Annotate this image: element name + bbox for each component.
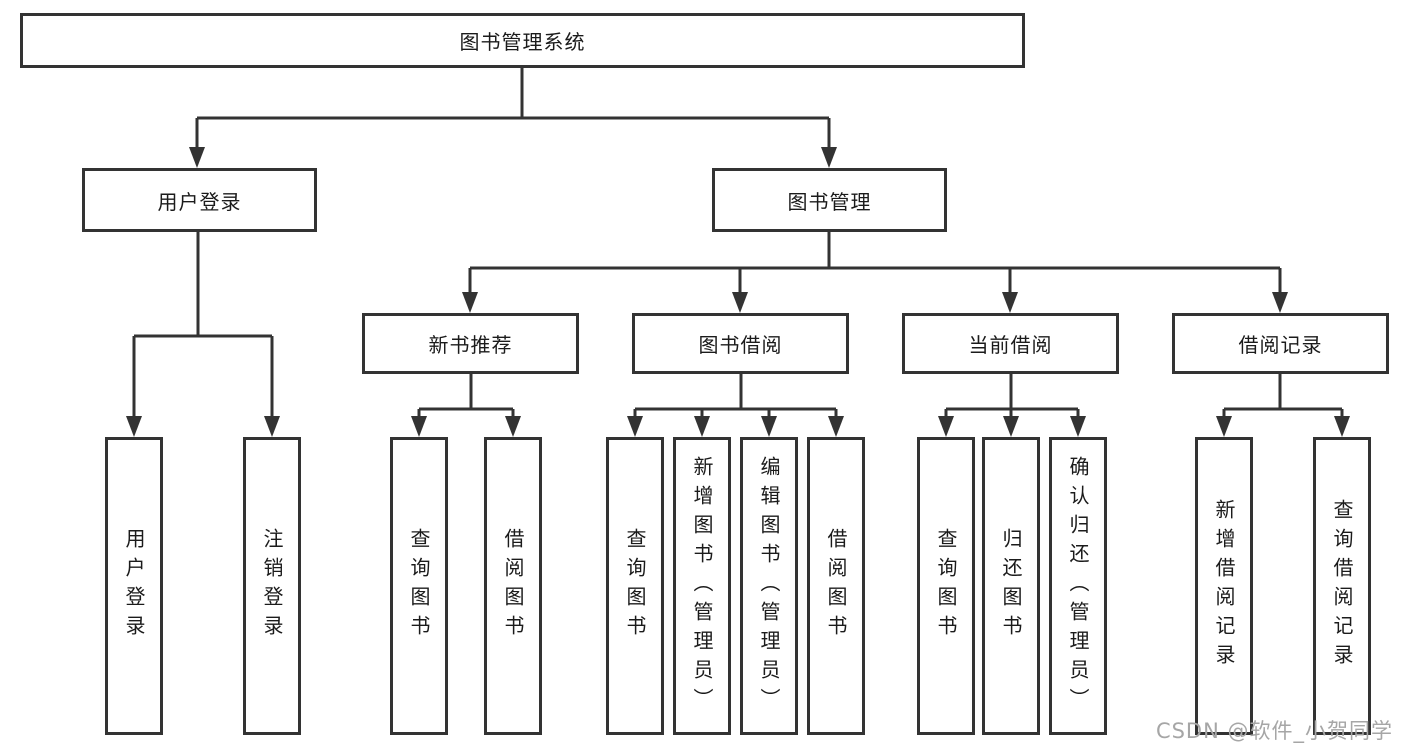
node-book-management: 图书管理 bbox=[712, 168, 947, 232]
leaf-query-book-recommend: 查询图书 bbox=[390, 437, 448, 735]
node-current-borrow: 当前借阅 bbox=[902, 313, 1119, 374]
node-label: 当前借阅 bbox=[968, 333, 1053, 357]
leaf-add-borrow-record: 新增借阅记录 bbox=[1195, 437, 1253, 735]
leaf-label: 查询图书 bbox=[934, 528, 958, 644]
leaf-label: 新增图书（管理员） bbox=[690, 455, 714, 717]
node-label: 新书推荐 bbox=[428, 333, 513, 357]
leaf-label: 用户登录 bbox=[122, 528, 146, 644]
leaf-label: 新增借阅记录 bbox=[1212, 499, 1236, 673]
leaf-borrow-book: 借阅图书 bbox=[807, 437, 865, 735]
leaf-confirm-return-admin: 确认归还（管理员） bbox=[1049, 437, 1107, 735]
leaf-borrow-book-recommend: 借阅图书 bbox=[484, 437, 542, 735]
node-label: 图书借阅 bbox=[698, 333, 783, 357]
node-label: 图书管理系统 bbox=[459, 30, 586, 54]
leaf-label: 查询图书 bbox=[623, 528, 647, 644]
leaf-label: 确认归还（管理员） bbox=[1066, 455, 1090, 717]
node-borrow-records: 借阅记录 bbox=[1172, 313, 1389, 374]
node-label: 图书管理 bbox=[787, 189, 872, 214]
leaf-user-login: 用户登录 bbox=[105, 437, 163, 735]
node-label: 用户登录 bbox=[157, 189, 242, 214]
leaf-add-book-admin: 新增图书（管理员） bbox=[673, 437, 731, 735]
node-user-login: 用户登录 bbox=[82, 168, 317, 232]
leaf-logout: 注销登录 bbox=[243, 437, 301, 735]
node-book-borrow: 图书借阅 bbox=[632, 313, 849, 374]
leaf-query-book-current: 查询图书 bbox=[917, 437, 975, 735]
leaf-query-book-borrow: 查询图书 bbox=[606, 437, 664, 735]
node-label: 借阅记录 bbox=[1238, 333, 1323, 357]
leaf-return-book: 归还图书 bbox=[982, 437, 1040, 735]
csdn-watermark: CSDN @软件_小贺同学 bbox=[1155, 719, 1393, 743]
leaf-label: 注销登录 bbox=[260, 528, 284, 644]
leaf-label: 借阅图书 bbox=[501, 528, 525, 644]
arrowheads bbox=[126, 147, 1350, 437]
leaf-label: 查询图书 bbox=[407, 528, 431, 644]
node-library-system: 图书管理系统 bbox=[20, 13, 1025, 68]
leaf-query-borrow-record: 查询借阅记录 bbox=[1313, 437, 1371, 735]
node-new-book-recommend: 新书推荐 bbox=[362, 313, 579, 374]
leaf-edit-book-admin: 编辑图书（管理员） bbox=[740, 437, 798, 735]
leaf-label: 查询借阅记录 bbox=[1330, 499, 1354, 673]
leaf-label: 编辑图书（管理员） bbox=[757, 455, 781, 717]
leaf-label: 借阅图书 bbox=[824, 528, 848, 644]
leaf-label: 归还图书 bbox=[999, 528, 1023, 644]
